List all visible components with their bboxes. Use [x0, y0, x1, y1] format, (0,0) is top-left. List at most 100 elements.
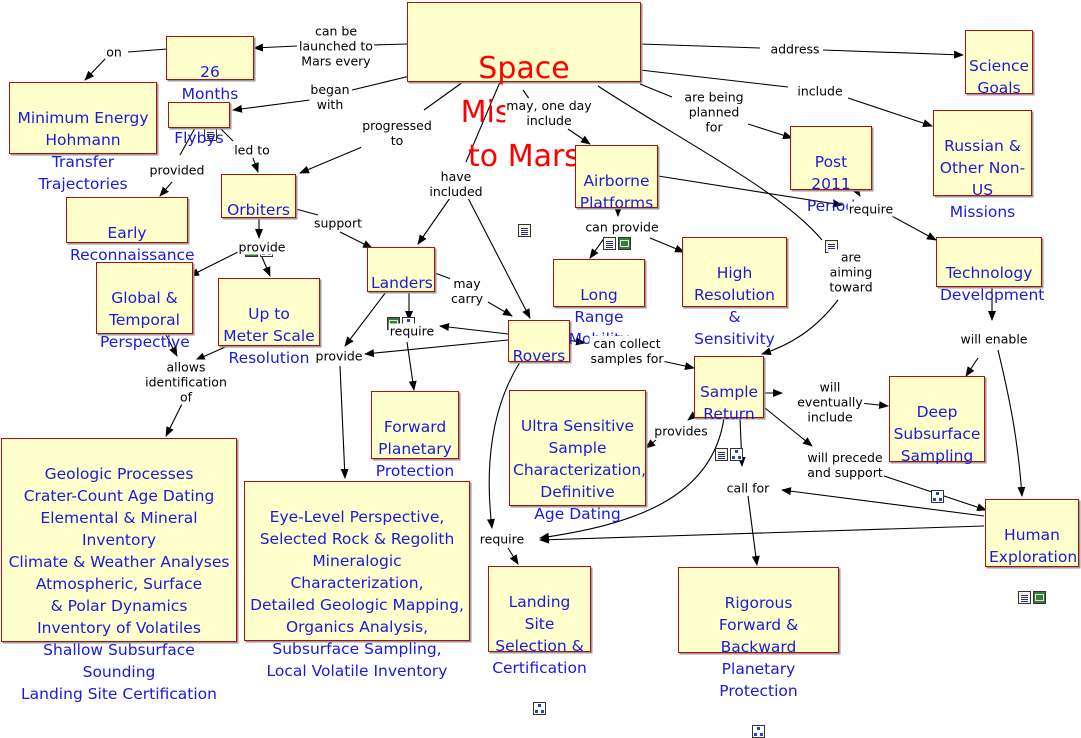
- concept-human-exploration-text: Human Exploration: [989, 526, 1078, 566]
- link-can-collect: can collect samples for: [589, 336, 665, 366]
- concept-map-icon[interactable]: [930, 490, 944, 503]
- link-require-post: require: [847, 201, 895, 217]
- concept-min-energy[interactable]: Minimum Energy Hohmann Transfer Trajecto…: [9, 82, 157, 193]
- edge-callfor-out: [747, 495, 760, 566]
- concept-rigorous[interactable]: Rigorous Forward & Backward Planetary Pr…: [678, 567, 839, 738]
- edge-support-in: [291, 207, 319, 216]
- edge-began-in: [351, 75, 411, 91]
- concept-orbiters-text: Orbiters: [227, 201, 290, 219]
- image-icon[interactable]: [1033, 591, 1046, 604]
- edge-have-in: [465, 81, 501, 163]
- link-provide-orbiters: provide: [237, 239, 287, 255]
- link-provide-landers: provide: [314, 348, 364, 364]
- concept-min-energy-text: Minimum Energy Hohmann Transfer Trajecto…: [17, 109, 149, 193]
- edge-provide-landers-in: [344, 291, 387, 347]
- concept-26-months-text: 26 Months: [181, 63, 239, 103]
- edge-have-landers: [417, 197, 451, 245]
- edge-progressed-out: [299, 146, 363, 174]
- concept-meter-scale-text: Up to Meter Scale Resolution: [223, 305, 315, 367]
- concept-26-months[interactable]: 26 Months: [166, 36, 254, 141]
- document-icon[interactable]: [715, 448, 728, 461]
- edge-launched-out: [253, 43, 298, 52]
- edge-provide-orb-global: [189, 250, 241, 277]
- edge-human-require: [539, 525, 985, 544]
- link-may-carry: may carry: [450, 276, 484, 306]
- image-icon[interactable]: [617, 237, 631, 250]
- concept-rigorous-text: Rigorous Forward & Backward Planetary Pr…: [718, 594, 799, 700]
- edge-collect-out: [661, 360, 695, 370]
- link-include: include: [796, 83, 844, 99]
- link-progressed-to: progressed to: [361, 118, 433, 148]
- concept-forward-protection-text: Forward Planetary Protection: [375, 418, 455, 480]
- link-can-be-launched: can be launched to Mars every: [298, 23, 374, 69]
- edge-provide-eye: [339, 365, 349, 479]
- edge-enable-human: [997, 349, 1026, 497]
- concept-orbiters[interactable]: Orbiters: [221, 174, 296, 257]
- concept-long-range[interactable]: Long Range Mobility: [553, 259, 645, 348]
- concept-space-missions[interactable]: Space Missions to Mars: [407, 2, 641, 237]
- concept-deep-subsurface[interactable]: Deep Subsurface Sampling: [889, 376, 985, 503]
- document-icon[interactable]: [1018, 591, 1031, 604]
- link-provided: provided: [148, 162, 206, 178]
- concept-human-exploration[interactable]: Human Exploration: [985, 499, 1079, 604]
- edge-support-out: [339, 231, 373, 249]
- concept-landers[interactable]: Landers: [367, 247, 435, 330]
- edge-progressed-in: [423, 81, 464, 111]
- edge-on-out: [84, 57, 107, 81]
- resource-icons: [579, 237, 654, 250]
- edge-planned-in: [639, 83, 673, 98]
- concept-geologic[interactable]: Geologic Processes Crater-Count Age Dati…: [1, 438, 237, 703]
- edge-ledto-in: [219, 127, 234, 142]
- concept-russian-text: Russian & Other Non- US Missions: [939, 137, 1026, 221]
- concept-landing-site[interactable]: Landing Site Selection & Certification: [488, 566, 591, 715]
- concept-map-icon[interactable]: [752, 725, 765, 738]
- document-icon[interactable]: [602, 237, 616, 250]
- edge-allows-global: [164, 332, 178, 357]
- concept-early-recon[interactable]: Early Reconnaissance: [66, 197, 195, 264]
- concept-rovers-text: Rovers: [512, 347, 566, 365]
- concept-airborne-text: Airborne Platforms: [579, 172, 654, 212]
- concept-airborne[interactable]: Airborne Platforms: [575, 145, 658, 250]
- edge-human-callfor: [781, 487, 985, 517]
- edge-collect-in: [567, 337, 586, 346]
- concept-high-res-text: High Resolution & Sensitivity: [694, 264, 775, 348]
- concept-science-goals[interactable]: Science Goals: [965, 30, 1033, 135]
- concept-meter-scale[interactable]: Up to Meter Scale Resolution: [218, 278, 320, 367]
- document-icon[interactable]: [517, 224, 531, 237]
- concept-deep-subsurface-text: Deep Subsurface Sampling: [893, 403, 981, 465]
- concept-post-2011[interactable]: Post 2011 Period: [790, 126, 872, 253]
- link-support: support: [313, 215, 363, 231]
- link-will-precede: will precede and support: [806, 450, 884, 480]
- concept-ultra-sensitive[interactable]: Ultra Sensitive Sample Characterization,…: [509, 390, 646, 523]
- concept-global-temporal[interactable]: Global & Temporal Perspective: [96, 262, 193, 351]
- concept-early-recon-text: Early Reconnaissance: [70, 224, 195, 264]
- document-icon[interactable]: [203, 128, 217, 141]
- concept-flybys[interactable]: Flybys: [168, 102, 230, 147]
- edge-sample-require: [539, 417, 725, 541]
- concept-eye-level[interactable]: Eye-Level Perspective, Selected Rock & R…: [244, 481, 470, 680]
- edge-provided-out: [159, 181, 173, 197]
- edge-rovers-provide: [364, 339, 509, 358]
- concept-flybys-text: Flybys: [174, 129, 224, 147]
- concept-map-icon[interactable]: [533, 702, 546, 715]
- concept-high-res[interactable]: High Resolution & Sensitivity: [682, 237, 787, 348]
- concept-tech-dev[interactable]: Technology Development: [936, 237, 1044, 304]
- link-will-enable: will enable: [959, 331, 1029, 347]
- link-require-bottom: require: [478, 531, 526, 547]
- concept-sample-return-text: Sample Return: [699, 383, 759, 423]
- edge-aiming-out: [761, 299, 839, 356]
- edge-have-rovers: [467, 197, 531, 319]
- resource-icons: [698, 448, 760, 461]
- edge-rovers-require: [439, 323, 509, 335]
- edge-aiming-in: [597, 85, 823, 241]
- connection-lines: [84, 43, 1026, 566]
- concept-rovers[interactable]: Rovers: [508, 320, 570, 403]
- link-provides: provides: [653, 423, 709, 439]
- edge-planned-out: [747, 123, 793, 140]
- concept-russian[interactable]: Russian & Other Non- US Missions: [933, 110, 1032, 259]
- link-require-landers: require: [388, 323, 436, 339]
- link-allows-identification: allows identification of: [144, 359, 228, 405]
- concept-forward-protection[interactable]: Forward Planetary Protection: [371, 391, 459, 480]
- concept-map-icon[interactable]: [730, 448, 743, 461]
- concept-sample-return[interactable]: Sample Return: [694, 356, 764, 461]
